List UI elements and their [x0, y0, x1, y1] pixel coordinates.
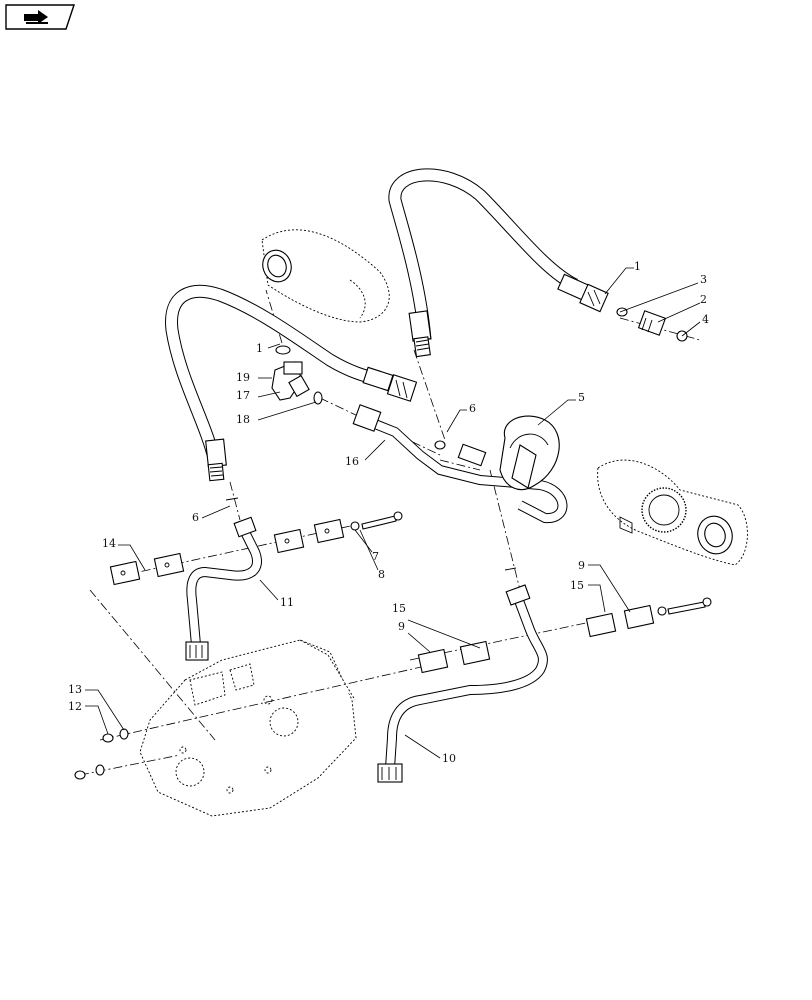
- callout-2: 2: [700, 293, 707, 306]
- callout-1-upper: 1: [634, 260, 641, 273]
- callout-18: 18: [236, 413, 250, 426]
- callout-15-right: 15: [570, 579, 584, 592]
- callout-9-mid: 9: [398, 620, 405, 633]
- callout-6-upper: 6: [469, 402, 476, 415]
- callout-19: 19: [236, 371, 250, 384]
- callout-1-left: 1: [256, 342, 263, 355]
- tube-16: [352, 404, 568, 524]
- hose-left: [165, 284, 418, 482]
- next-page-button[interactable]: [4, 3, 76, 31]
- callout-9-right: 9: [578, 559, 585, 572]
- callout-7: 7: [372, 550, 379, 563]
- orings-6: [225, 497, 517, 571]
- callout-17: 17: [236, 389, 250, 402]
- next-page-arrow-icon: [24, 10, 48, 24]
- cylinder-lower: [597, 459, 748, 566]
- callout-16: 16: [345, 455, 359, 468]
- clamp-blocks-right: [417, 597, 712, 674]
- leader-lines: [85, 267, 701, 759]
- callout-10: 10: [442, 752, 456, 765]
- clamp-bracket-5: [434, 415, 560, 490]
- callout-14: 14: [102, 537, 116, 550]
- fittings-2-3-4: [616, 307, 688, 342]
- callout-11: 11: [280, 596, 294, 609]
- mounting-plate-ghost: [139, 639, 357, 817]
- tube-11: [185, 516, 262, 661]
- callout-4: 4: [702, 313, 709, 326]
- elbow-fitting-17: [271, 345, 323, 405]
- cylinder-upper-ghost: [261, 229, 390, 323]
- callout-8: 8: [378, 568, 385, 581]
- nuts-washers-12-13: [74, 728, 129, 780]
- hose-upper-long: [388, 168, 609, 358]
- callout-6-left: 6: [192, 511, 199, 524]
- tube-10: [377, 584, 548, 783]
- callouts: 1 3 2 4 5 1 19 17 18 6 16 6 14 11 7 8 9 …: [68, 260, 709, 765]
- callout-3: 3: [700, 273, 707, 286]
- callout-13: 13: [68, 683, 82, 696]
- callout-12: 12: [68, 700, 82, 713]
- callout-5: 5: [578, 391, 585, 404]
- callout-15-mid: 15: [392, 602, 406, 615]
